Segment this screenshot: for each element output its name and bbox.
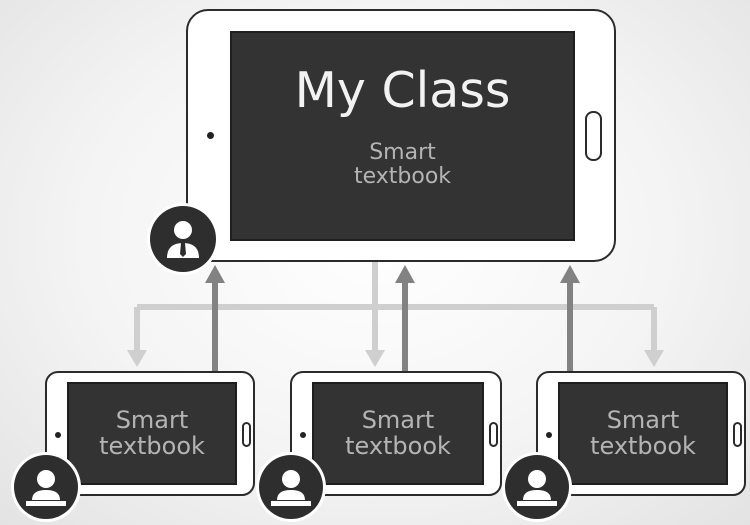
up-arrowhead-right (560, 265, 580, 283)
camera-dot (300, 432, 306, 438)
teacher-tablet: My Class Smart textbook (186, 9, 616, 262)
student-tablet-1: Smart textbook (45, 371, 255, 496)
student-icon (271, 470, 311, 506)
student-tablet-3: Smart textbook (536, 371, 746, 496)
student-avatar-3 (505, 455, 569, 519)
down-arrowhead-left (127, 350, 147, 367)
student-tablet-2: Smart textbook (290, 371, 502, 496)
up-arrowhead-center (395, 265, 415, 283)
my-class-title: My Class (294, 62, 511, 120)
student-screen-3: Smart textbook (558, 382, 728, 485)
home-button (733, 422, 742, 447)
down-arrowhead-center (365, 350, 385, 367)
camera-dot (207, 132, 214, 139)
camera-dot (55, 432, 61, 438)
student-icon (517, 470, 557, 506)
up-arrowhead-left (205, 265, 225, 283)
home-button (242, 422, 251, 447)
student-icon (26, 470, 66, 506)
student-screen-2: Smart textbook (312, 382, 484, 485)
teacher-screen: My Class Smart textbook (230, 31, 575, 241)
teacher-screen-label: Smart textbook (353, 140, 452, 189)
home-button (489, 422, 498, 447)
student-avatar-1 (14, 455, 78, 519)
camera-dot (546, 432, 552, 438)
student-screen-1: Smart textbook (67, 382, 237, 485)
teacher-icon (167, 221, 199, 258)
teacher-avatar (150, 206, 216, 272)
home-button (585, 111, 602, 161)
down-arrowhead-right (644, 350, 664, 367)
submission-lines (212, 280, 573, 372)
student-avatar-2 (259, 455, 323, 519)
